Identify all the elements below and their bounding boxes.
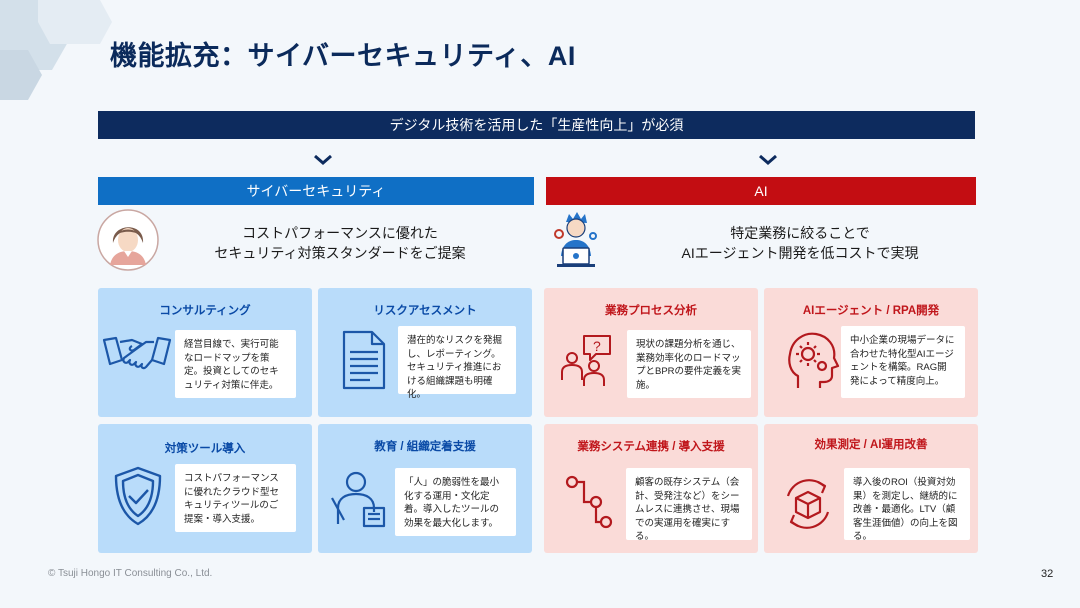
card-title: 業務システム連携 / 導入支援 xyxy=(577,441,725,453)
card-system-integration: 業務システム連携 / 導入支援 顧客の既存システム（会計、受発注など）をシームレ… xyxy=(544,424,758,553)
card-title: リスクアセスメント xyxy=(373,305,477,317)
teacher-icon xyxy=(331,471,386,528)
document-icon xyxy=(342,330,386,390)
page-number: 32 xyxy=(1041,568,1054,580)
discussion-icon: ? xyxy=(561,335,611,386)
card-title: 対策ツール導入 xyxy=(164,443,246,455)
card-title: 業務プロセス分析 xyxy=(605,305,697,317)
card-title: 効果測定 / AI運用改善 xyxy=(814,439,928,451)
card-title: 教育 / 組織定着支援 xyxy=(374,441,476,453)
card-description: 経営目線で、実行可能なロードマップを策定。投資としてのセキュリティ対策に伴走。 xyxy=(175,330,296,398)
copyright-footer: © Tsuji Hongo IT Consulting Co., Ltd. xyxy=(48,568,213,579)
card-description: 顧客の既存システム（会計、受発注など）をシームレスに連携させ、現場での実運用を確… xyxy=(626,468,752,542)
ai-intro-line1: 特定業務に絞ることで xyxy=(730,225,870,241)
consultant-avatar-icon xyxy=(97,209,159,271)
card-title: コンサルティング xyxy=(159,305,251,317)
ai-header: AI xyxy=(546,177,976,205)
card-description: 「人」の脆弱性を最小化する運用・文化定着。導入したツールの効果を最大化します。 xyxy=(395,468,516,536)
corner-decoration xyxy=(0,0,112,100)
card-description: 中小企業の現場データに合わせた特化型AIエージェントを構築。RAG開発によって精… xyxy=(841,326,965,398)
cybersecurity-intro-line1: コストパフォーマンスに優れた xyxy=(242,225,438,241)
cybersecurity-header: サイバーセキュリティ xyxy=(98,177,534,205)
card-description: 導入後のROI（投資対効果）を測定し、継続的に改善・最適化。LTV（顧客生涯価値… xyxy=(844,468,970,542)
flow-icon xyxy=(565,475,613,529)
chevron-down-icon xyxy=(314,154,332,165)
ai-head-icon xyxy=(788,332,840,388)
engineer-laptop-icon xyxy=(554,212,597,267)
chevron-down-icon xyxy=(759,154,777,165)
ai-intro-line2: AIエージェント開発を低コストで実現 xyxy=(681,245,919,261)
requirement-banner: デジタル技術を活用した「生産性向上」が必須 xyxy=(98,111,975,139)
card-security-tools: 対策ツール導入 コストパフォーマンスに優れたクラウド型セキュリティツールのご提案… xyxy=(98,424,312,553)
card-risk-assessment: リスクアセスメント 潜在的なリスクを発掘し、レポーティング。セキュリティ推進にお… xyxy=(318,288,532,417)
card-description: コストパフォーマンスに優れたクラウド型セキュリティツールのご提案・導入支援。 xyxy=(175,464,296,532)
handshake-icon xyxy=(102,336,172,370)
card-consulting: コンサルティング 経営目線で、実行可能なロードマップを策定。投資としてのセキュリ… xyxy=(98,288,312,417)
card-process-analysis: 業務プロセス分析 ? 現状の課題分析を通じ、業務効率化のロードマップとBPRの要… xyxy=(544,288,758,417)
card-effect-measurement: 効果測定 / AI運用改善 導入後のROI（投資対効果）を測定し、継続的に改善・… xyxy=(764,424,978,553)
cybersecurity-intro-line2: セキュリティ対策スタンダードをご提案 xyxy=(214,245,466,261)
page-title: 機能拡充：サイバーセキュリティ、AI xyxy=(110,41,576,71)
shield-check-icon xyxy=(114,466,162,526)
card-education: 教育 / 組織定着支援 「人」の脆弱性を最小化する運用・文化定着。導入したツール… xyxy=(318,424,532,553)
card-ai-agent-rpa: AIエージェント / RPA開発 中小企業の現場データに合わせた特化型AIエージ… xyxy=(764,288,978,417)
card-description: 現状の課題分析を通じ、業務効率化のロードマップとBPRの要件定義を実施。 xyxy=(627,330,751,398)
cycle-box-icon xyxy=(786,479,830,529)
card-title: AIエージェント / RPA開発 xyxy=(802,305,940,317)
card-description: 潜在的なリスクを発掘し、レポーティング。セキュリティ推進における組織課題も明確化… xyxy=(398,326,516,400)
svg-text:?: ? xyxy=(593,338,601,354)
